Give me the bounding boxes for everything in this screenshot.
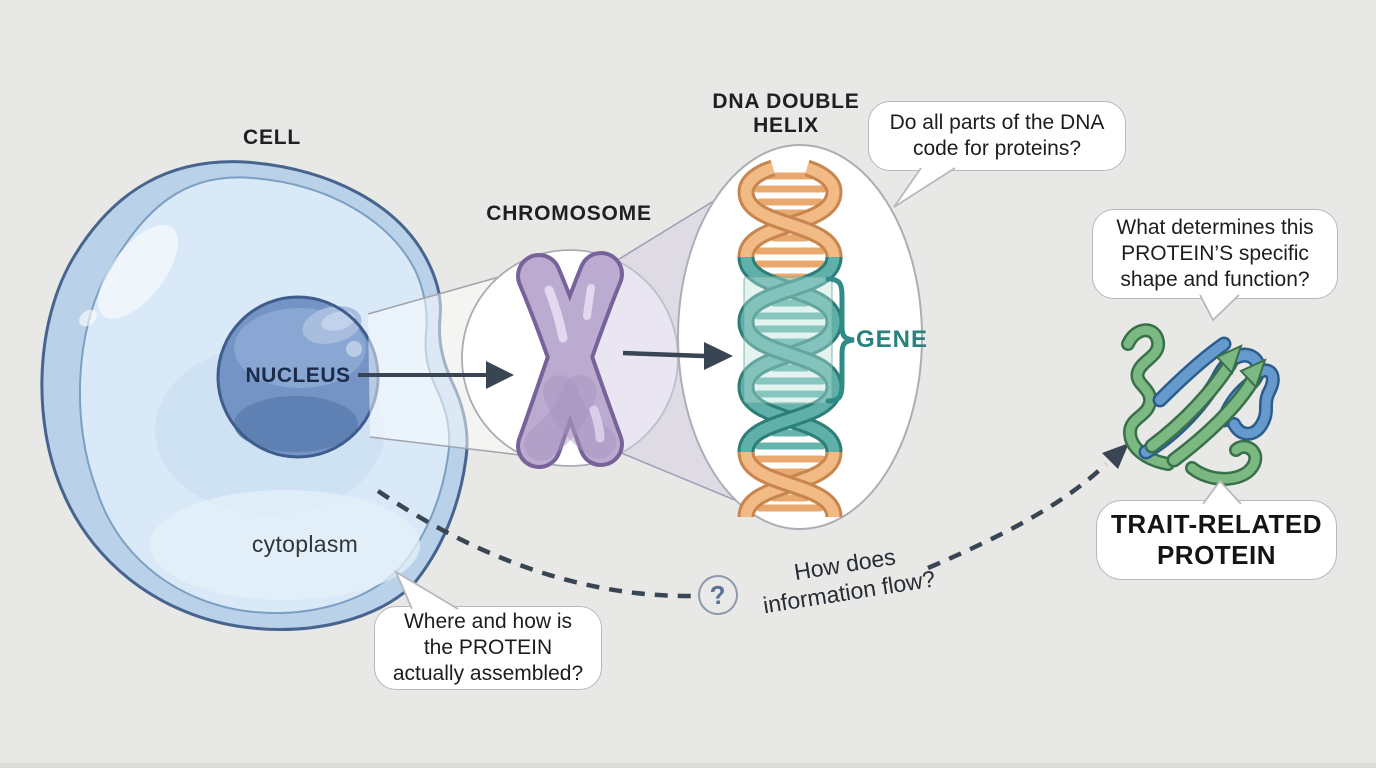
nucleus-illustration [216,295,380,459]
flow-arrowhead [1102,443,1129,469]
protein-helix-coil [1123,325,1173,469]
chromatid-highlight [544,285,568,343]
dashed-flow-arrow [376,462,1108,599]
protein-green-arrowhead [1239,358,1267,389]
bubble-protein-shape-question: What determines this PROTEIN’S specific … [1092,209,1338,299]
nucleus-highlight-dot [346,341,362,357]
protein-green-loop [1187,442,1260,484]
nucleus-label: NUCLEUS [245,364,351,387]
cell-label: CELL [242,126,302,149]
nucleus-highlight-core [321,311,355,331]
bubble-dna-code-question: Do all parts of the DNA code for protein… [868,101,1126,171]
cytoplasm-label: cytoplasm [251,531,359,557]
dna-ellipse [677,144,923,530]
gene-bracket [825,276,855,404]
chromatid-shade [524,375,597,461]
bubble-trait-related-protein: TRAIT-RELATED PROTEIN [1096,500,1337,580]
bubble-line: code for proteins? [912,137,1082,160]
arrow-nucleus-to-chromosome [358,361,514,389]
bubble-line: actually assembled? [392,662,584,686]
gene-highlight [743,276,833,404]
bubble-line: What determines this [1116,215,1314,239]
chromosome-label: CHROMOSOME [486,202,652,225]
cell-interior-light-wedge [150,490,420,600]
bubble-line: Do all parts of the DNA [889,110,1105,134]
bubble-line: Where and how is [403,609,573,633]
zoom-cone-bottom-line [369,436,546,459]
dna-helix-graphic [737,159,855,519]
chromatid-highlight [583,284,595,320]
arrow-chromosome-to-dna [622,342,733,370]
nucleus-bottom-shade [234,396,358,452]
cell-highlight-dot [79,309,97,327]
flow-curve-left [376,489,693,599]
gene-label: GENE [856,326,929,353]
strand-a-gene [740,256,840,453]
chromatid-highlight [589,405,605,443]
protein-green-arrow [1147,359,1235,451]
bottom-edge-strip [0,763,1376,768]
bubble-line: the PROTEIN [423,635,553,659]
protein-blue-cross [1155,339,1229,405]
dna-helix-label: DNA DOUBLE HELIX [686,90,886,137]
dna-helix-label-line1: DNA DOUBLE [712,90,860,113]
bubble-line: TRAIT-RELATED [1110,509,1323,540]
flow-curve-right [927,462,1108,571]
dna-base-pairs [753,172,827,512]
cell-highlight [97,225,179,319]
dna-strands [737,159,843,519]
dna-helix-label-line2: HELIX [753,113,819,137]
chromatid-shade [543,375,616,459]
bubble-protein-assembly-question: Where and how is the PROTEIN actually as… [374,606,602,690]
chromosome-x-shape [516,251,624,469]
protein-blue-loop [1229,366,1278,439]
protein-green-arrow [1169,373,1259,465]
bubble-line: shape and function? [1120,268,1310,292]
bubble-line: PROTEIN’S specific [1121,241,1309,265]
protein-green-arrowhead [1215,344,1243,375]
question-mark: ? [708,578,728,611]
bubble-line: PROTEIN [1156,540,1277,570]
protein-ribbon-graphic [1121,323,1280,486]
